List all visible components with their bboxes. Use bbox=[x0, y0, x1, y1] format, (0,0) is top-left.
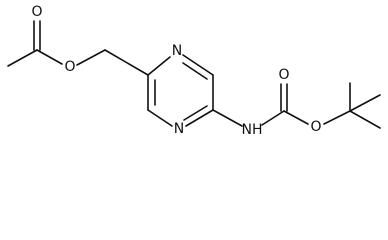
tert-butyl-group bbox=[349, 82, 381, 129]
ester-oxygen-to-methylene-bond bbox=[76, 49, 106, 66]
carbonyl-to-ether-oxygen-bond bbox=[283, 110, 309, 125]
carbonyl-to-ester-oxygen-bond bbox=[36, 49, 63, 65]
acetyl-group bbox=[7, 20, 63, 67]
ring-bond-n1-c6 bbox=[182, 54, 214, 76]
carbamate-nh-label: NH bbox=[242, 122, 263, 138]
ring-inner-double-bond-top bbox=[182, 62, 208, 80]
tbutyl-methyl-down-bond bbox=[349, 110, 381, 129]
chemical-structure: O O N N NH O O bbox=[7, 4, 381, 138]
ether-oxygen-to-tbutyl-bond bbox=[323, 110, 351, 125]
pyrazine-ring bbox=[147, 54, 214, 127]
ring-inner-double-bond-bottom bbox=[183, 105, 208, 121]
carbamate-group bbox=[212, 83, 351, 127]
ring-bond-c2-n1 bbox=[147, 56, 171, 76]
methyl-to-carbonyl-bond bbox=[7, 49, 38, 67]
carbamate-carbonyl-oxygen-label: O bbox=[278, 67, 289, 83]
methylene-to-ring-bond bbox=[104, 49, 149, 76]
carbamate-ether-oxygen-label: O bbox=[310, 119, 321, 135]
ring-to-nh-bond bbox=[212, 109, 243, 127]
linker bbox=[76, 49, 149, 76]
ester-carbonyl-oxygen-label: O bbox=[31, 4, 42, 20]
ring-bond-n4-c3 bbox=[147, 109, 173, 127]
ester-ether-oxygen-label: O bbox=[64, 59, 75, 75]
ring-nitrogen-bottom-label: N bbox=[174, 121, 184, 137]
ring-nitrogen-top-label: N bbox=[172, 43, 182, 59]
ring-bond-c5-n4 bbox=[185, 109, 214, 127]
nh-to-carbonyl-bond bbox=[261, 110, 285, 126]
tbutyl-methyl-right-bond bbox=[349, 94, 381, 112]
